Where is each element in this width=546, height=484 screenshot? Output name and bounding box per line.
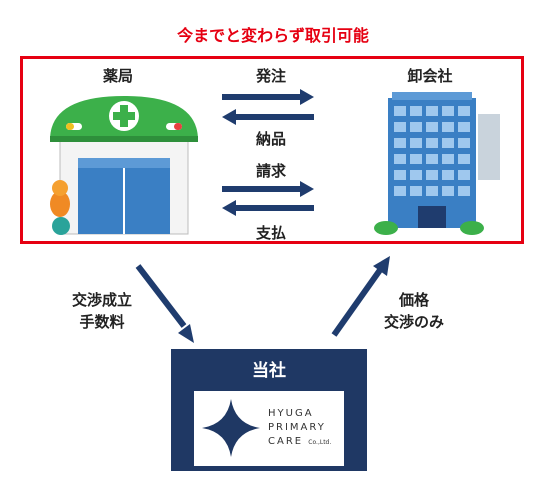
payment-arrow <box>222 200 314 216</box>
office-building-icon <box>374 92 500 235</box>
star-logo-icon <box>202 399 260 457</box>
right-note-line1: 価格 <box>398 291 429 309</box>
invoice-arrow <box>222 181 314 197</box>
company-logo: HYUGA PRIMARY CARE Co.,Ltd. <box>194 391 344 466</box>
to-wholesaler-arrow <box>331 256 390 337</box>
company-title: 当社 <box>252 361 286 381</box>
left-note-line2: 手数料 <box>79 313 125 331</box>
logo-suffix: Co.,Ltd. <box>308 439 332 446</box>
to-company-arrow <box>135 264 194 343</box>
logo-line2: PRIMARY <box>268 422 326 433</box>
left-note-line1: 交渉成立 <box>71 291 132 309</box>
logo-line3: CARE Co.,Ltd. <box>268 435 331 450</box>
company-logo-text: HYUGA PRIMARY CARE Co.,Ltd. <box>268 407 331 450</box>
left-note: 交渉成立 手数料 <box>62 289 142 333</box>
headline: 今までと変わらず取引可能 <box>177 26 369 45</box>
order-label: 発注 <box>255 67 286 85</box>
delivery-label: 納品 <box>255 130 286 148</box>
logo-line3-word: CARE <box>268 436 304 447</box>
unchanged-trade-frame <box>20 56 524 244</box>
right-note: 価格 交渉のみ <box>374 289 454 333</box>
right-note-line2: 交渉のみ <box>383 313 444 331</box>
invoice-label: 請求 <box>255 162 286 180</box>
wholesaler-label: 卸会社 <box>407 67 453 85</box>
order-arrow <box>222 89 314 105</box>
payment-label: 支払 <box>255 224 286 242</box>
pharmacy-building-icon <box>50 96 198 235</box>
delivery-arrow <box>222 109 314 125</box>
logo-line1: HYUGA <box>268 408 314 419</box>
pharmacy-label: 薬局 <box>102 67 133 85</box>
